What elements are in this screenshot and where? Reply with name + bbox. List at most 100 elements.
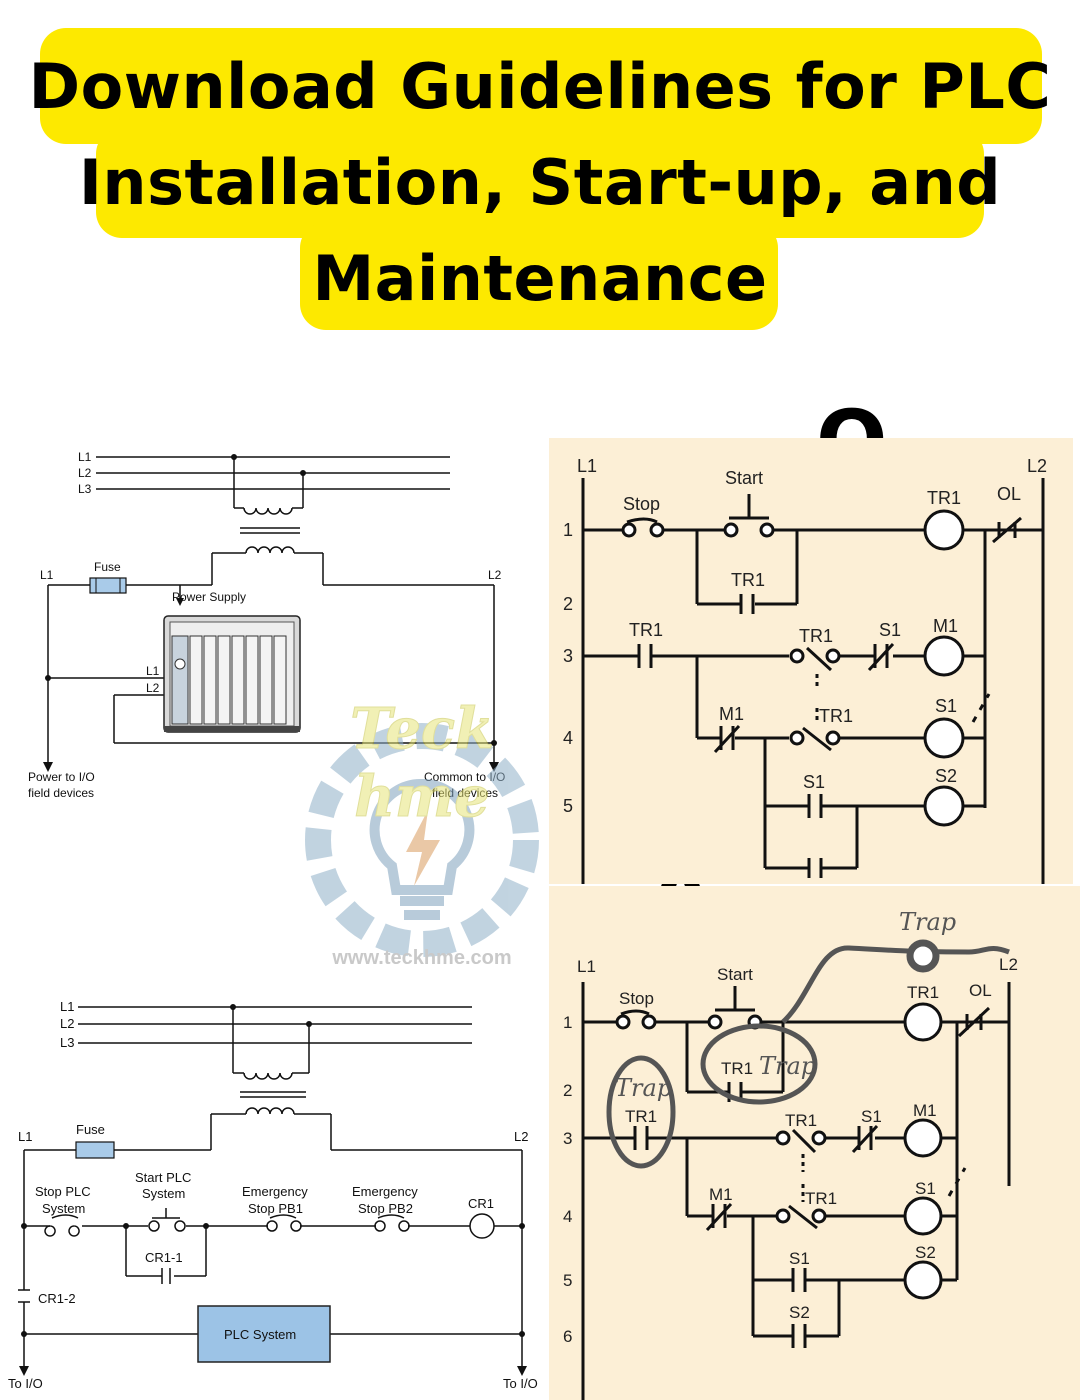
plc-system-box	[197, 1305, 331, 1363]
title-line-2: Installation, Start-up, and	[78, 146, 1002, 219]
title-band-2	[96, 128, 984, 238]
stop-plc-label-1: Stop PLC	[35, 1184, 91, 1199]
q-rung-3: 3	[563, 646, 573, 666]
power-to-io-label-1: Power to I/O	[28, 770, 95, 784]
q-tr1-coil-label: TR1	[927, 488, 961, 508]
q-rung-4: 4	[563, 728, 573, 748]
a-ol-label: OL	[969, 981, 992, 1000]
q-tr1-seal-label: TR1	[731, 570, 765, 590]
bottom-rail-l1: L1	[18, 1129, 32, 1144]
bottom-rail-l2: L2	[514, 1129, 528, 1144]
ladder-answer-panel: L1 L2 Stop Start TR1 OL TR1 TR1 TR1 S1 M…	[549, 886, 1080, 1400]
cr1-label: CR1	[468, 1196, 494, 1211]
q-s1-coil-label: S1	[935, 696, 957, 716]
estop1-label-2: Stop PB1	[248, 1201, 303, 1216]
q-tr1-r3-label: TR1	[629, 620, 663, 640]
top-line-l3: L3	[78, 482, 92, 496]
plc-system-label: PLC System	[224, 1327, 296, 1342]
trap-annotations	[606, 939, 1010, 1169]
q-m1-coil	[923, 635, 965, 677]
a-rung-5: 5	[563, 1271, 572, 1290]
cr1-1-label: CR1-1	[145, 1250, 183, 1265]
a-s1-nc-label: S1	[861, 1107, 882, 1126]
teckhme-watermark: Teck hme www.teckhme.com	[305, 696, 539, 969]
a-start-label: Start	[717, 965, 753, 984]
bottom-line-l1: L1	[60, 999, 74, 1014]
q-rung-2: 2	[563, 594, 573, 614]
a-tr1-no-label: TR1	[805, 1189, 837, 1208]
bottom-fuse-label: Fuse	[76, 1122, 105, 1137]
a-tr1-r3-label: TR1	[625, 1107, 657, 1126]
top-rail-l1: L1	[40, 568, 54, 582]
q-rung-1: 1	[563, 520, 573, 540]
q-m1-coil-label: M1	[933, 616, 958, 636]
q-s1-coil	[923, 717, 965, 759]
cr1-coil	[469, 1213, 495, 1239]
q-start-label: Start	[725, 468, 763, 488]
gear-icon	[305, 723, 539, 957]
common-to-io-label-1: Common to I/O	[424, 770, 505, 784]
q-rung-5: 5	[563, 796, 573, 816]
q-s2-coil-label: S2	[935, 766, 957, 786]
title-band-3	[300, 222, 778, 330]
a-rail-l1: L1	[577, 957, 596, 976]
a-rung-3: 3	[563, 1129, 572, 1148]
a-s1-coil	[903, 1196, 943, 1236]
a-tr1-coil	[903, 1002, 943, 1042]
a-tr1-seal-label: TR1	[721, 1059, 753, 1078]
a-rung-6: 6	[563, 1327, 572, 1346]
power-supply-label: Power Supply	[172, 590, 246, 604]
a-tr1-coil-label: TR1	[907, 983, 939, 1002]
q-s2-coil	[923, 785, 965, 827]
bottom-line-l2: L2	[60, 1016, 74, 1031]
plc-control-circuit-diagram: L1 L2 L3 L1 L2 Fuse Stop PLC System Star…	[8, 999, 538, 1391]
a-rail-l2: L2	[999, 955, 1018, 974]
trap-label-3: Trap	[615, 1074, 672, 1102]
terminal-l1-label: L1	[146, 664, 160, 678]
top-line-l2: L2	[78, 466, 92, 480]
a-s2-coil	[903, 1260, 943, 1300]
top-line-l1: L1	[78, 450, 92, 464]
a-s2-coil-label: S2	[915, 1243, 936, 1262]
top-rail-l2: L2	[488, 568, 502, 582]
a-s1-coil-label: S1	[915, 1179, 936, 1198]
a-m1-coil	[903, 1118, 943, 1158]
title-line-1: Download Guidelines for PLC	[28, 50, 1052, 123]
stop-plc-label-2: System	[42, 1201, 85, 1216]
a-rung-2: 2	[563, 1081, 572, 1100]
watermark-text-2: hme	[354, 764, 490, 830]
a-m1-coil-label: M1	[913, 1101, 937, 1120]
ladder-question-panel: L1 L2 Stop Start TR1 OL TR1 TR1 TR1 S1 M…	[549, 438, 1073, 884]
lightning-icon	[406, 810, 440, 886]
trap-label-1: Trap	[899, 908, 956, 936]
fuse-bottom	[75, 1141, 115, 1159]
q-s1-contact-label: S1	[803, 772, 825, 792]
start-plc-label-2: System	[142, 1186, 185, 1201]
q-m1-nc-label: M1	[719, 704, 744, 724]
estop2-label-2: Stop PB2	[358, 1201, 413, 1216]
q-ol-label: OL	[997, 484, 1021, 504]
fuse-top	[89, 577, 127, 594]
trap-label-2: Trap	[759, 1052, 816, 1080]
estop2-label-1: Emergency	[352, 1184, 418, 1199]
lightbulb-icon	[369, 778, 475, 895]
watermark-url: www.teckhme.com	[331, 947, 511, 969]
q-tr1-coil	[923, 509, 965, 551]
a-m1-nc-label: M1	[709, 1185, 733, 1204]
top-fuse-label: Fuse	[94, 560, 121, 574]
watermark-text: Teck	[350, 696, 494, 762]
to-io-right-label: To I/O	[503, 1376, 538, 1391]
q-stop-label: Stop	[623, 494, 660, 514]
q-rail-l1: L1	[577, 456, 597, 476]
a-rung-1: 1	[563, 1013, 572, 1032]
title-band-1	[40, 28, 1042, 144]
a-stop-label: Stop	[619, 989, 654, 1008]
cr1-2-label: CR1-2	[38, 1291, 76, 1306]
estop1-label-1: Emergency	[242, 1184, 308, 1199]
q-rail-l2: L2	[1027, 456, 1047, 476]
a-s2-contact-label: S2	[789, 1303, 810, 1322]
terminal-l2-label: L2	[146, 681, 160, 695]
q-tr1-nc-label: TR1	[799, 626, 833, 646]
q-tr1-no-label: TR1	[819, 706, 853, 726]
plc-rack	[163, 615, 301, 733]
